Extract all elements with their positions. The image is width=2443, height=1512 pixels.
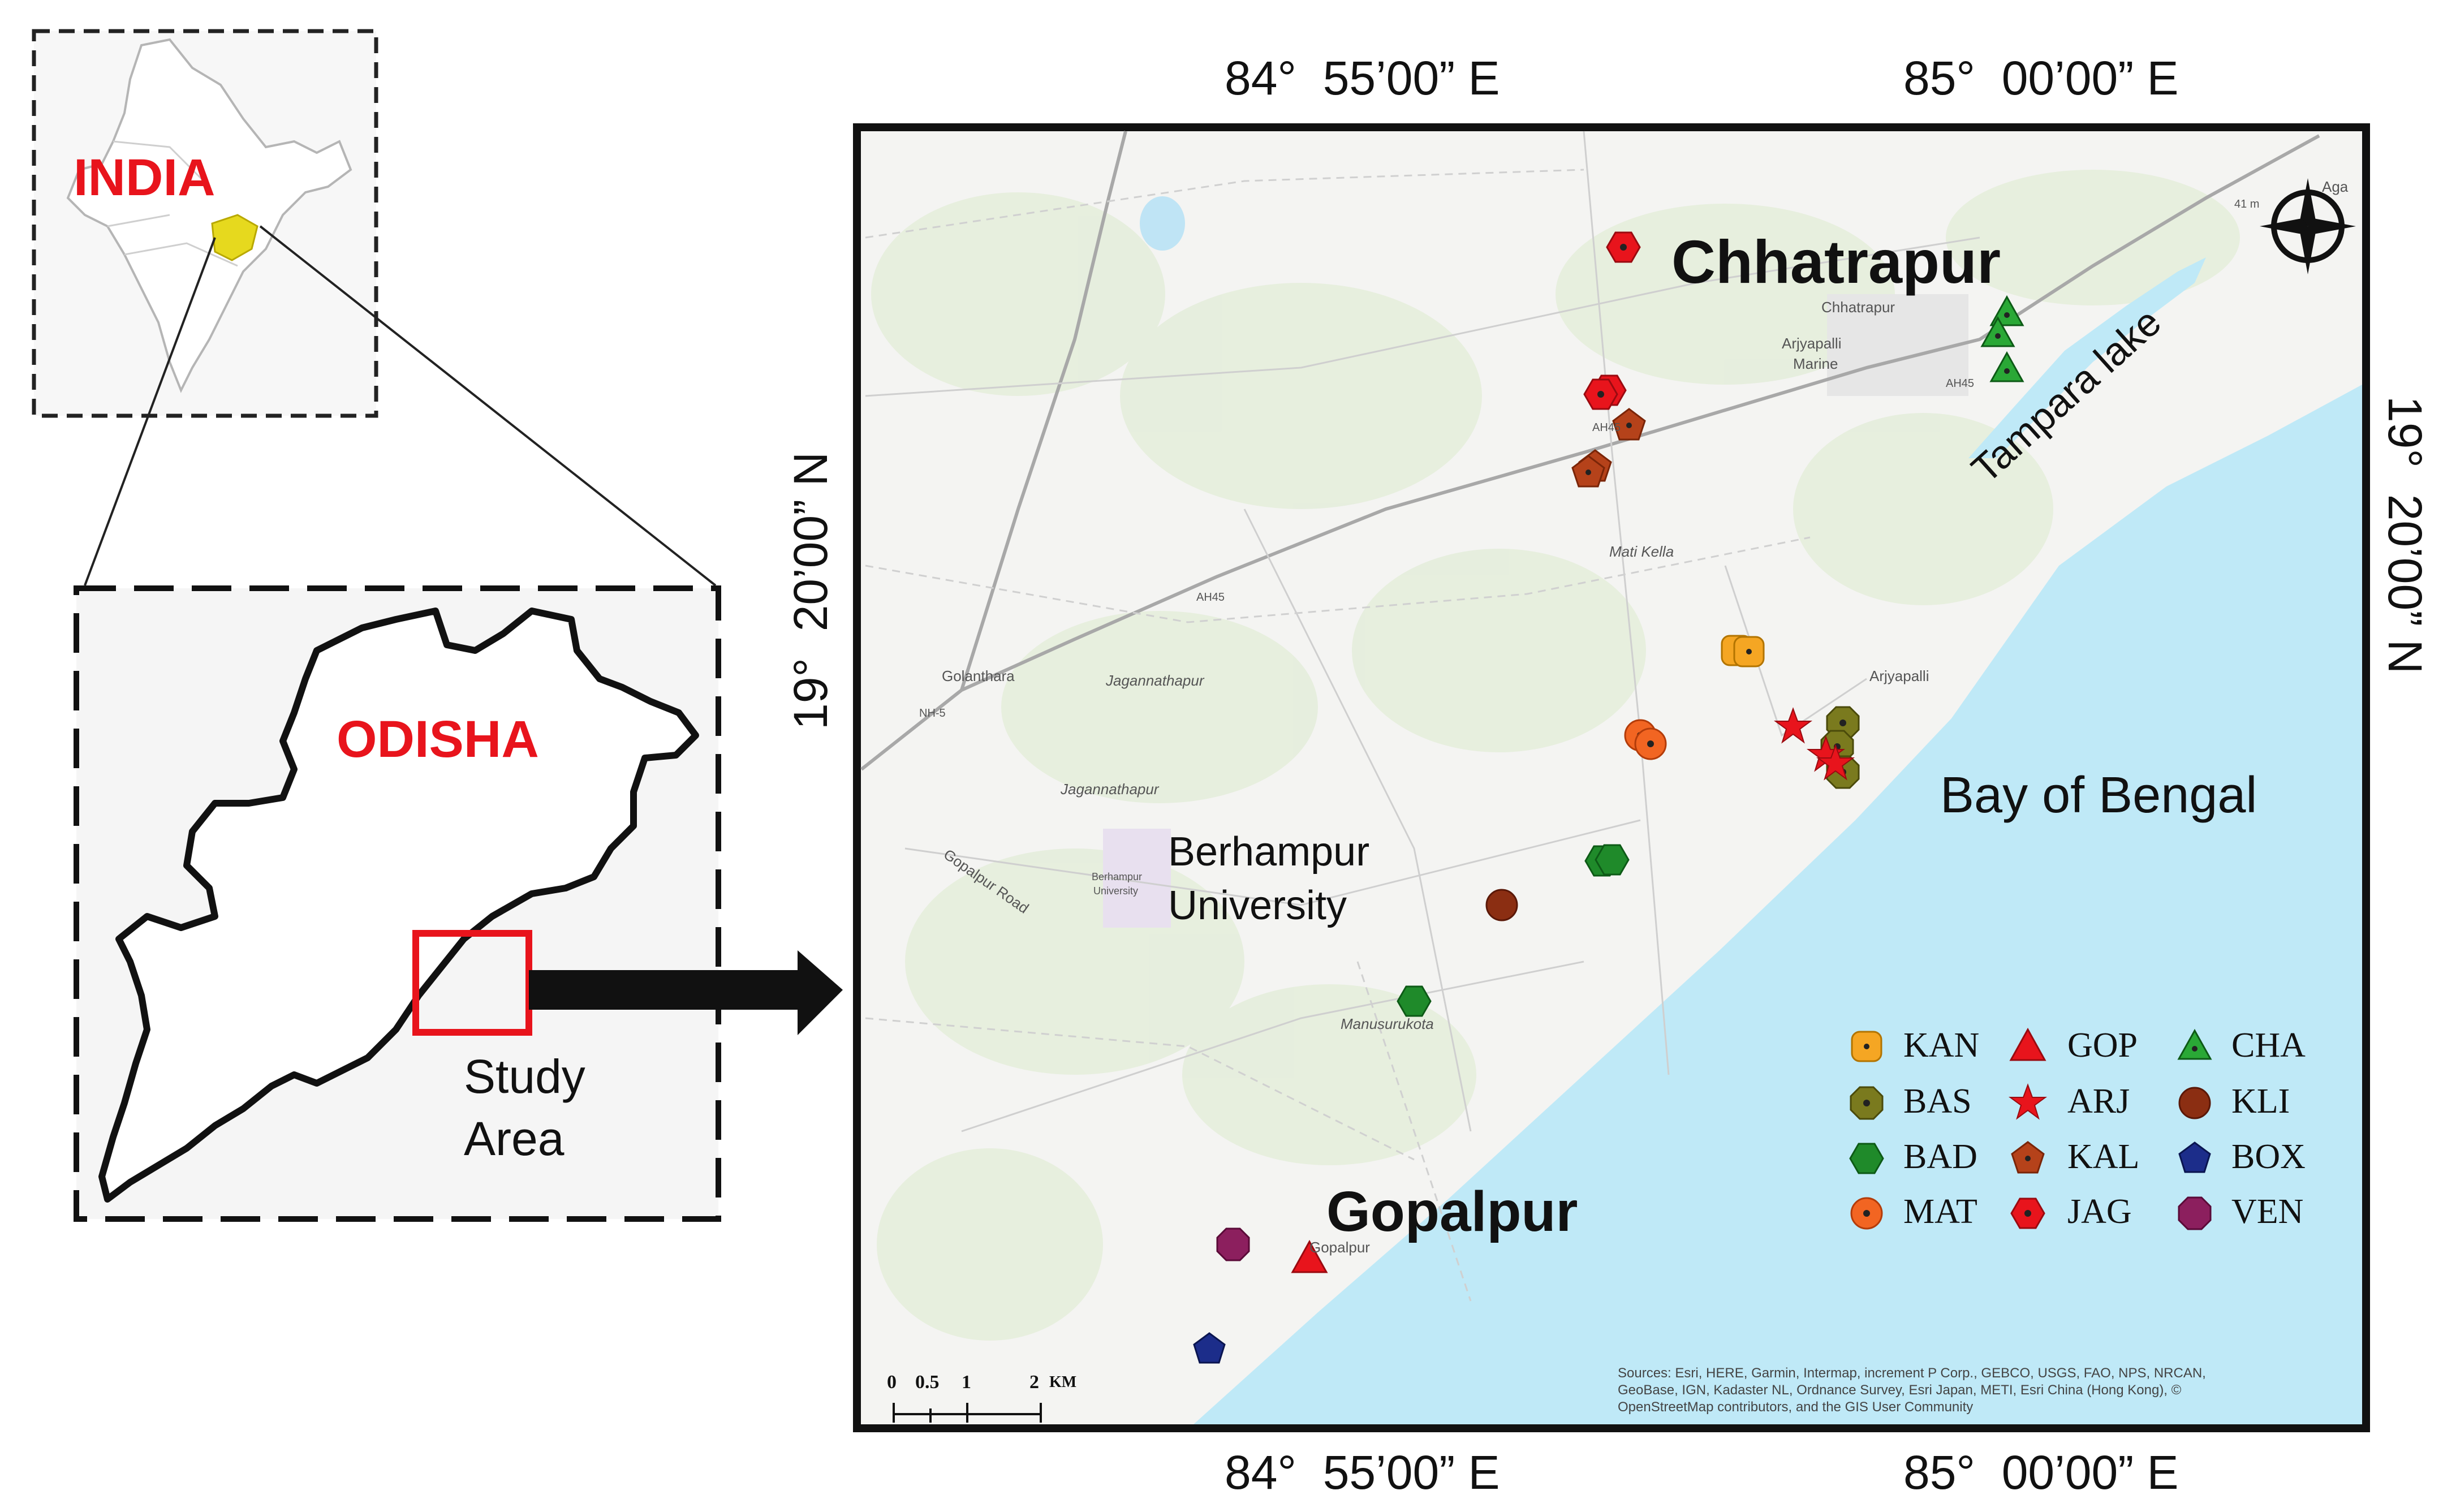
place-bay-of-bengal: Bay of Bengal [1940,767,2257,824]
basemap-jagannathapur-1: Jagannathapur [1106,672,1204,689]
legend-kan: KAN [1903,1026,1980,1065]
legend-ven: VEN [2231,1192,2304,1231]
coord-bottom-left: 84° 55’00” E [1225,1446,1500,1499]
scale-unit: KM [1049,1373,1077,1391]
basemap-arjyapalli-marine-2: Marine [1793,355,1838,372]
study-area-label-line2: Area [464,1112,565,1165]
sources-line1: Sources: Esri, HERE, Garmin, Intermap, i… [1618,1365,2206,1381]
odisha-highlight [211,214,258,261]
india-outline [66,38,352,393]
basemap-berhampur-univ-1: Berhampur [1092,871,1143,882]
india-label: INDIA [74,149,216,206]
odisha-outline [98,608,699,1203]
tampara-lake [1968,257,2206,458]
scale-0: 0 [887,1372,897,1393]
coord-top-left: 84° 55’00” E [1225,51,1500,105]
basemap-ah45-3: AH45 [1592,421,1621,434]
bay-of-bengal-water [1194,385,2362,1424]
sources-line2: GeoBase, IGN, Kadaster NL, Ordnance Surv… [1618,1382,2182,1398]
basemap-arjyapalli-marine-1: Arjyapalli [1782,335,1842,352]
scale-1: 1 [962,1372,971,1393]
scale-05: 0.5 [915,1372,940,1393]
arrow-shaft [529,970,800,1010]
legend-gop: GOP [2067,1026,2138,1065]
legend-bas: BAS [1903,1082,1972,1121]
north-arrow-icon [2260,178,2356,274]
legend-kal: KAL [2067,1138,2140,1176]
legend-jag: JAG [2067,1192,2132,1231]
place-berhampur-line1: Berhampur [1168,829,1370,875]
basemap-agar: Aga [2322,178,2349,195]
basemap-manusurukota: Manusurukota [1341,1015,1434,1032]
basemap-elev-41: 41 m [2234,198,2260,210]
odisha-label: ODISHA [337,710,539,768]
sources-line3: OpenStreetMap contributors, and the GIS … [1618,1399,1974,1415]
legend-mat: MAT [1903,1192,1977,1231]
basemap-arjyapalli: Arjyapalli [1869,667,1929,684]
scale-2: 2 [1029,1372,1039,1393]
legend-box: BOX [2231,1138,2306,1176]
basemap-berhampur-univ-2: University [1093,885,1139,897]
coord-bottom-right: 85° 00’00” E [1903,1446,2179,1499]
basemap-ah45-1: AH45 [1196,591,1225,604]
coord-left-lat: 19° 20’00” N [784,451,837,730]
coord-right-lat: 19° 20’00” N [2379,396,2432,674]
arrow-head [798,950,843,1035]
place-chhatrapur: Chhatrapur [1671,227,2001,296]
basemap-mati-kella: Mati Kella [1609,543,1674,560]
basemap-golanthara: Golanthara [942,667,1015,684]
basemap-ah45-2: AH45 [1946,377,1975,390]
basemap-chhatrapur: Chhatrapur [1821,299,1895,316]
basemap-nh5: NH-5 [919,707,946,720]
place-berhampur-line2: University [1168,883,1347,928]
place-gopalpur: Gopalpur [1326,1180,1578,1243]
basemap-jagannathapur-2: Jagannathapur [1061,781,1159,798]
study-area-label-line1: Study [464,1050,585,1103]
scale-bar [893,1403,1042,1423]
coord-top-right: 85° 00’00” E [1903,51,2179,105]
legend-cha: CHA [2231,1026,2306,1065]
basemap-gopalpur: Gopalpur [1309,1239,1370,1256]
legend-arj: ARJ [2067,1082,2130,1121]
legend-bad: BAD [1903,1138,1977,1176]
legend-kli: KLI [2231,1082,2290,1121]
